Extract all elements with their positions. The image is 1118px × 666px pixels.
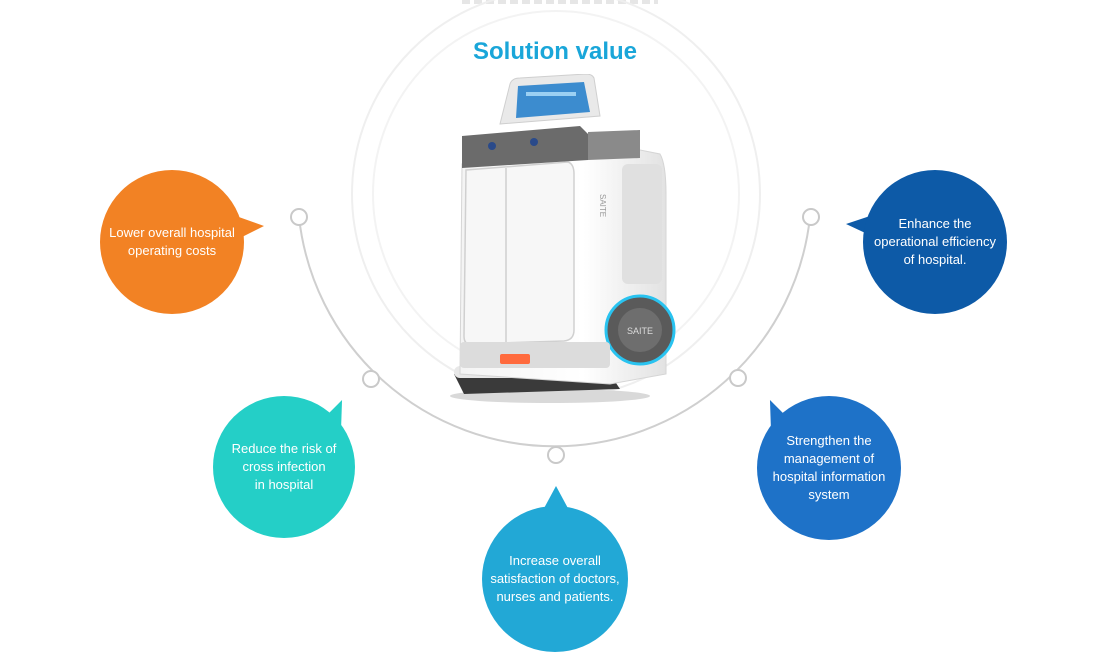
- arc-node-efficiency: [802, 208, 820, 226]
- decorative-top-strip: [462, 0, 658, 4]
- bubble-increase-satisfaction: Increase overall satisfaction of doctors…: [482, 506, 628, 652]
- bubble-text-management: Strengthen the management of hospital in…: [772, 433, 886, 502]
- arc-node-infection: [362, 370, 380, 388]
- arc-node-management: [729, 369, 747, 387]
- bubble-text-infection: Reduce the risk of cross infection in ho…: [231, 441, 337, 492]
- bubble-text-efficiency: Enhance the operational efficiency of ho…: [874, 216, 996, 267]
- bubble-strengthen-management: Strengthen the management of hospital in…: [757, 396, 901, 540]
- bubble-text-costs: Lower overall hospital operating costs: [109, 225, 235, 258]
- section-title: Solution value: [472, 38, 637, 65]
- robot-wheel-brand: SAITE: [627, 326, 653, 336]
- arc-node-satisfaction: [547, 446, 565, 464]
- arc-node-costs: [290, 208, 308, 226]
- robot-side-brand: SAITE: [598, 194, 607, 217]
- bubble-text-satisfaction: Increase overall satisfaction of doctors…: [490, 553, 620, 604]
- bubble-lower-costs: Lower overall hospital operating costs: [100, 170, 244, 314]
- delivery-robot-illustration: SAITE SAITE: [450, 74, 676, 403]
- bubble-reduce-infection: Reduce the risk of cross infection in ho…: [213, 396, 355, 538]
- bubble-enhance-efficiency: Enhance the operational efficiency of ho…: [863, 170, 1007, 314]
